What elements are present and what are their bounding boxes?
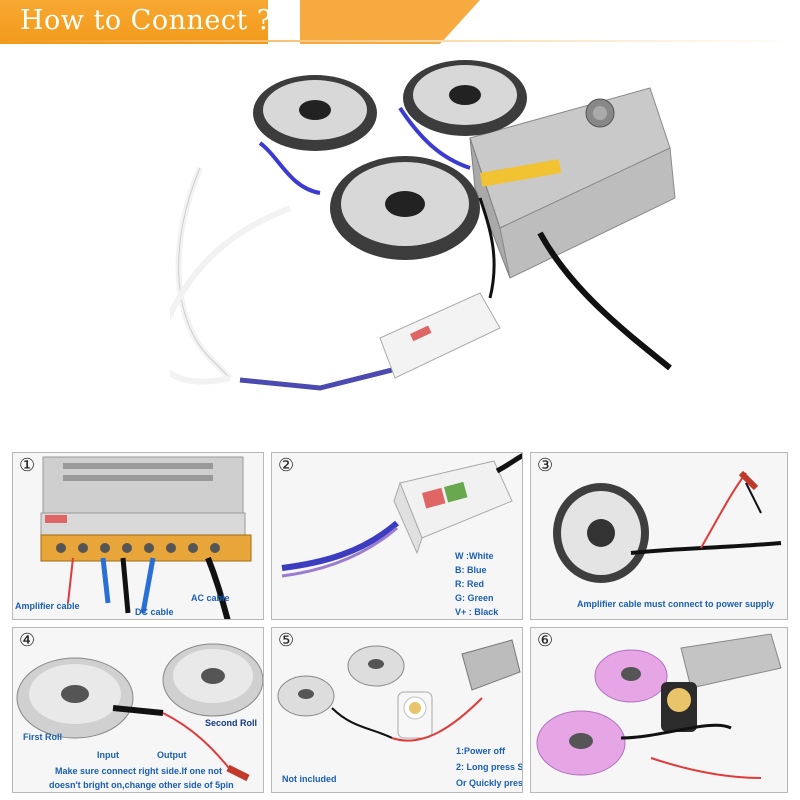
step-number: ①	[19, 455, 36, 476]
step-number: ③	[537, 455, 554, 476]
not-included-label: Not included	[282, 774, 337, 784]
led-reel-1	[253, 75, 377, 151]
rgb-controller-illustration	[379, 292, 501, 379]
power-supply-illustration	[469, 87, 676, 279]
step-panel-5: ⑤ Not included 1:Power off 2: Long press…	[271, 627, 523, 793]
step-panel-2: ② W :White B: Blue R: Red G: Green V+ : …	[271, 452, 523, 620]
legend-white: W :White	[455, 551, 494, 561]
banner-underline	[0, 40, 800, 42]
controller-wiring-illustration	[281, 453, 522, 578]
header-banner: How to Connect ?	[0, 0, 800, 44]
first-roll-label: First Roll	[23, 732, 63, 742]
step-number: ⑤	[278, 630, 295, 651]
step-panel-6: ⑥	[530, 627, 788, 793]
amplifier-reel-illustration	[553, 470, 782, 583]
step-panel-3: ③ Amplifier cable must connect to power …	[530, 452, 788, 620]
step-number: ⑥	[537, 630, 554, 651]
step-power-off: 1:Power off	[456, 746, 506, 756]
amplifier-cable-label: Amplifier cable	[15, 601, 80, 611]
connection-note-line-1: Make sure connect right side.If one not	[55, 766, 223, 776]
remote-pairing-illustration	[277, 639, 521, 742]
connection-note-line-2: doesn't bright on,change other side of 5…	[49, 780, 234, 790]
second-roll-label: Second Roll	[205, 718, 258, 728]
step-3-caption: Amplifier cable must connect to power su…	[577, 599, 775, 609]
legend-green: G: Green	[455, 593, 494, 603]
page-title: How to Connect ?	[20, 5, 272, 36]
step-panel-1: ① Amplifier cable DC cable AC cable	[12, 452, 264, 620]
input-label: Input	[97, 750, 119, 760]
legend-black: V+ : Black	[455, 607, 499, 617]
step-panel-4: ④ First Roll Second Roll Input Output Ma…	[12, 627, 264, 793]
banner-title-bg	[0, 0, 268, 44]
lit-strips-illustration	[536, 633, 782, 779]
led-reel-2	[403, 60, 527, 136]
step-quick-press: Or Quickly press S+ key to match after p…	[456, 778, 523, 788]
dc-cable-label: DC cable	[135, 607, 174, 617]
power-supply-terminal-illustration	[40, 456, 252, 619]
banner-stripe	[300, 0, 480, 44]
wire-color-legend: W :White B: Blue R: Red G: Green V+ : Bl…	[455, 549, 498, 619]
led-reel-3	[330, 156, 480, 260]
step-number: ④	[19, 630, 36, 651]
ac-cable-label: AC cable	[191, 593, 230, 603]
step-number: ②	[278, 455, 295, 476]
legend-blue: B: Blue	[455, 565, 487, 575]
step-long-press: 2: Long press S+ Key to decode after pow…	[456, 762, 523, 772]
legend-red: R: Red	[455, 579, 484, 589]
output-label: Output	[157, 750, 187, 760]
hero-connection-illustration	[170, 60, 676, 391]
reel-to-reel-illustration	[16, 643, 263, 782]
